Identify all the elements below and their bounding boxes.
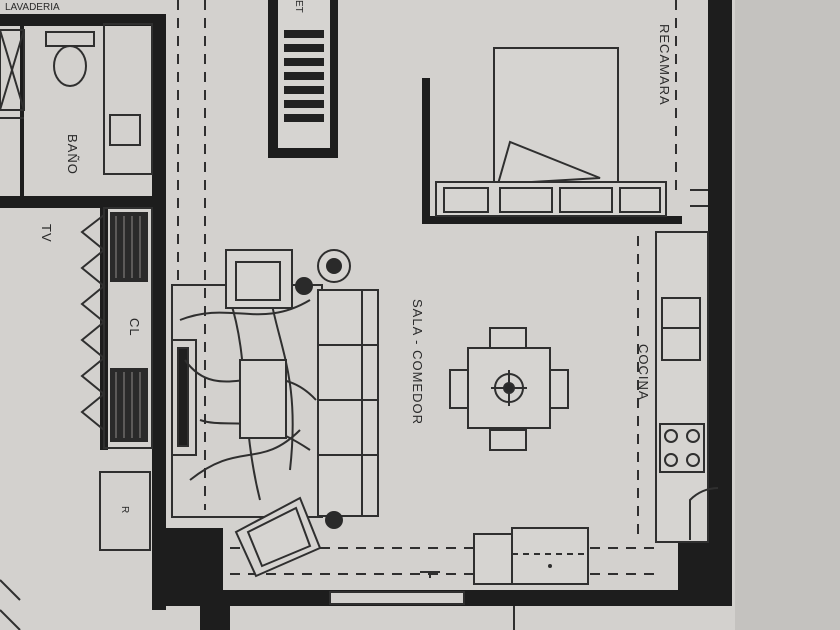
armchair-top bbox=[225, 249, 293, 309]
bedroom bbox=[435, 47, 708, 217]
living-dining-label: SALA - COMEDOR bbox=[410, 299, 425, 425]
wall-west-living bbox=[152, 18, 166, 610]
closet-drawer-lines bbox=[115, 216, 141, 438]
pilaster-label: R bbox=[119, 506, 130, 513]
stove bbox=[659, 423, 705, 473]
shower bbox=[0, 29, 25, 111]
bedroom-label: RECAMARA bbox=[657, 24, 672, 106]
wall-bedroom-south bbox=[422, 216, 682, 224]
west-lower bbox=[0, 579, 21, 630]
kitchen bbox=[655, 231, 709, 543]
margin-area bbox=[735, 0, 840, 630]
lamp-dot-bottom bbox=[325, 511, 343, 529]
toilet-bowl bbox=[53, 45, 87, 87]
wall-east bbox=[708, 0, 732, 606]
entry-cabinets bbox=[473, 527, 589, 585]
column-southeast bbox=[678, 540, 718, 600]
wall-bedroom-west bbox=[422, 78, 430, 223]
coffee-table bbox=[239, 359, 287, 439]
column-southwest bbox=[165, 528, 223, 590]
dining-set bbox=[449, 327, 569, 451]
closet bbox=[80, 207, 153, 449]
stair-label: ET bbox=[293, 0, 304, 13]
bath-label: BAÑO bbox=[65, 134, 80, 175]
south-openings bbox=[200, 591, 515, 630]
pilaster bbox=[99, 471, 151, 551]
wall-bath-bottom bbox=[0, 196, 166, 208]
kitchen-label: COCINA bbox=[636, 344, 651, 401]
entry-marker bbox=[420, 571, 440, 578]
lamp-dot-top bbox=[295, 277, 313, 295]
stair-hatch bbox=[284, 30, 324, 122]
kitchen-door-swing bbox=[689, 487, 719, 540]
closet-label: CL bbox=[127, 318, 142, 337]
fridge-handle-dot bbox=[548, 564, 552, 568]
sink-counter bbox=[103, 23, 153, 175]
plant-top bbox=[326, 258, 342, 274]
stove-burners bbox=[664, 429, 700, 467]
tv-label: TV bbox=[39, 224, 54, 243]
bathroom bbox=[0, 23, 153, 175]
laundry-label: LAVADERIA bbox=[5, 2, 60, 13]
armchair-bottom bbox=[234, 496, 322, 578]
sofa bbox=[317, 289, 379, 517]
sink-basin bbox=[109, 114, 141, 146]
